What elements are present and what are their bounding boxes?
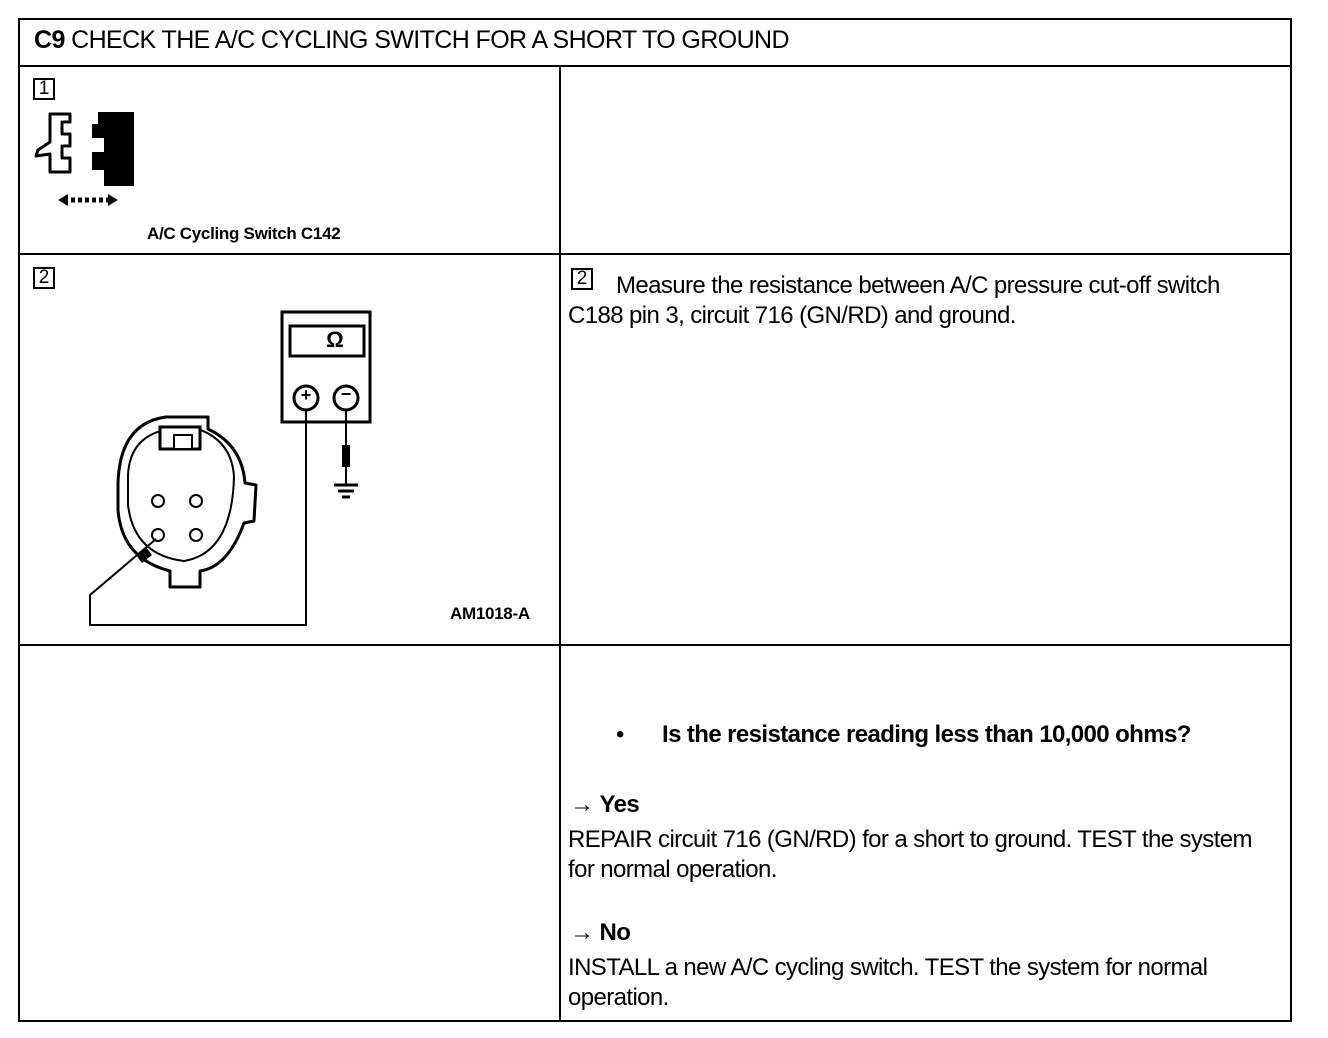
- yes-outcome: → Yes: [570, 790, 640, 820]
- no-outcome: → No: [570, 918, 631, 948]
- bullet: •: [616, 721, 625, 748]
- plus-terminal: +: [300, 385, 312, 405]
- arrow-icon: →: [570, 791, 594, 818]
- arrow-icon: →: [570, 919, 594, 946]
- test-step-table: C9 CHECK THE A/C CYCLING SWITCH FOR A SH…: [18, 18, 1292, 1022]
- no-label: No: [599, 919, 631, 946]
- no-text: INSTALL a new A/C cycling switch. TEST t…: [568, 954, 1208, 1011]
- step-2-instruction: Measure the resistance between A/C press…: [568, 272, 1220, 329]
- column-divider: [559, 67, 561, 1022]
- figure-id: AM1018-A: [450, 604, 530, 623]
- page-title: C9 CHECK THE A/C CYCLING SWITCH FOR A SH…: [34, 26, 790, 55]
- step-id: C9: [34, 26, 65, 54]
- connector-disconnect-diagram: [34, 112, 134, 206]
- yes-text: REPAIR circuit 716 (GN/RD) for a short t…: [568, 826, 1253, 883]
- yes-label: Yes: [599, 791, 640, 818]
- step-number-1: 1: [33, 78, 55, 100]
- step-number-2-instruction: 2: [571, 268, 593, 290]
- question: Is the resistance reading less than 10,0…: [662, 721, 1191, 748]
- row-divider: [20, 253, 1290, 255]
- minus-terminal: −: [340, 384, 352, 404]
- row-divider: [20, 65, 1290, 67]
- connector-label: A/C Cycling Switch C142: [147, 224, 341, 243]
- ohm-symbol: Ω: [326, 327, 344, 352]
- multimeter-diagram: [89, 310, 372, 626]
- row-divider: [20, 644, 1290, 646]
- step-title: CHECK THE A/C CYCLING SWITCH FOR A SHORT…: [71, 26, 789, 54]
- step-number-2: 2: [33, 267, 55, 289]
